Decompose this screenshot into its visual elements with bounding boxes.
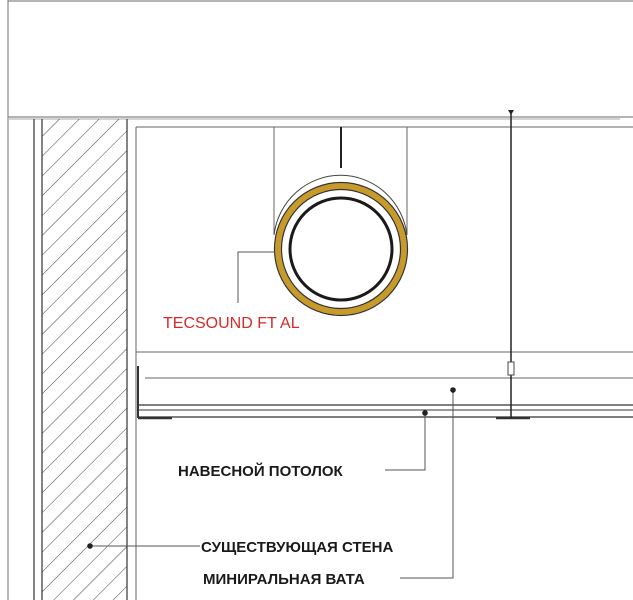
label-mineral-wool: МИНИРАЛЬНАЯ ВАТА xyxy=(203,571,365,588)
ceiling-void xyxy=(135,126,633,600)
insulation-wrap xyxy=(275,183,407,315)
ceiling-hanger xyxy=(507,110,515,418)
leader-dots xyxy=(87,387,456,549)
label-suspended-ceiling: НАВЕСНОЙ ПОТОЛОК xyxy=(178,462,344,480)
existing-wall xyxy=(33,119,128,600)
label-tecsound: TECSOUND FT AL xyxy=(163,315,300,332)
label-existing-wall: СУЩЕСТВУЮЩАЯ СТЕНА xyxy=(201,539,393,556)
leader-lines xyxy=(92,251,454,579)
suspended-ceiling xyxy=(137,366,633,420)
pipe-assembly xyxy=(273,127,409,317)
pipe xyxy=(288,196,394,302)
